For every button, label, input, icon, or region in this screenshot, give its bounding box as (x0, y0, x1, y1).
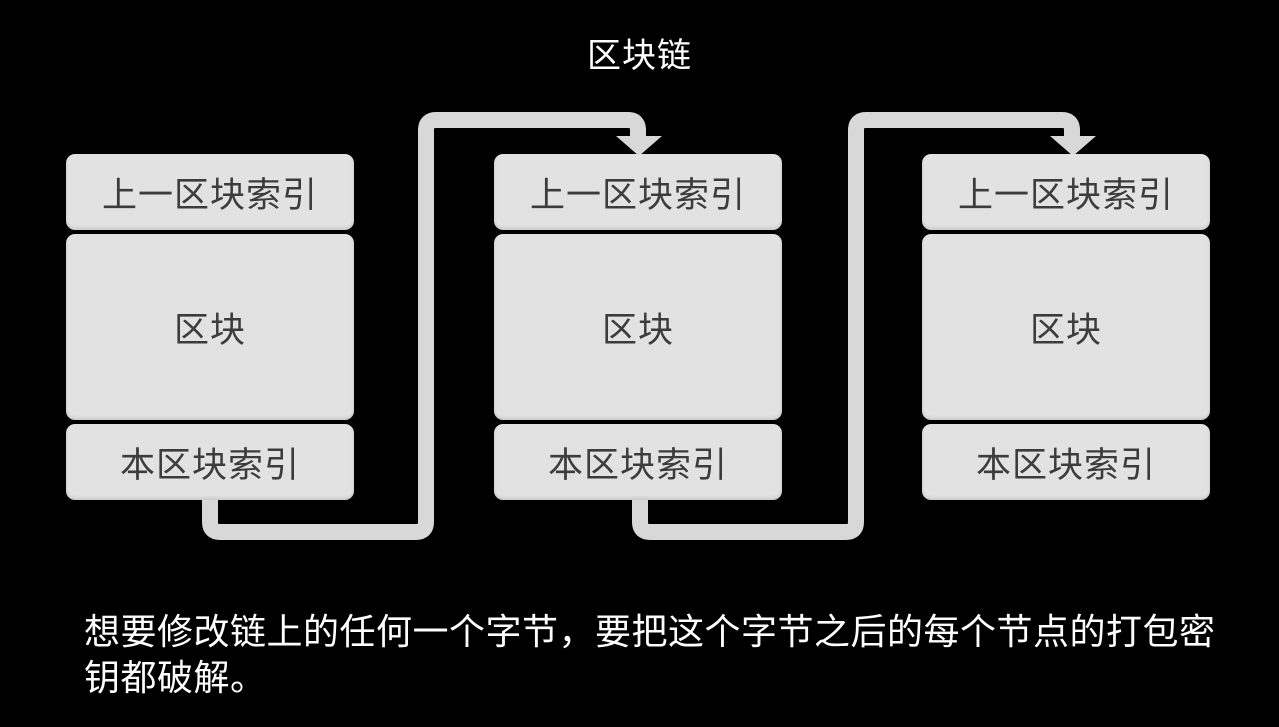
block-1-body: 区块 (66, 234, 354, 420)
block-3-previous-index: 上一区块索引 (922, 154, 1210, 230)
connector-2-to-3 (632, 112, 1080, 540)
block-2-current-index: 本区块索引 (494, 424, 782, 500)
block-1-current-index: 本区块索引 (66, 424, 354, 500)
block-2-previous-index: 上一区块索引 (494, 154, 782, 230)
arrowhead-into-block-3 (1050, 136, 1096, 156)
caption-text: 想要修改链上的任何一个字节，要把这个字节之后的每个节点的打包密钥都破解。 (84, 612, 1216, 699)
connector-1-to-2 (202, 112, 646, 540)
block-3-body: 区块 (922, 234, 1210, 420)
arrowhead-into-block-2 (616, 136, 662, 156)
block-3-current-index: 本区块索引 (922, 424, 1210, 500)
block-2-body: 区块 (494, 234, 782, 420)
diagram-title: 区块链 (587, 36, 692, 76)
block-1-previous-index: 上一区块索引 (66, 154, 354, 230)
